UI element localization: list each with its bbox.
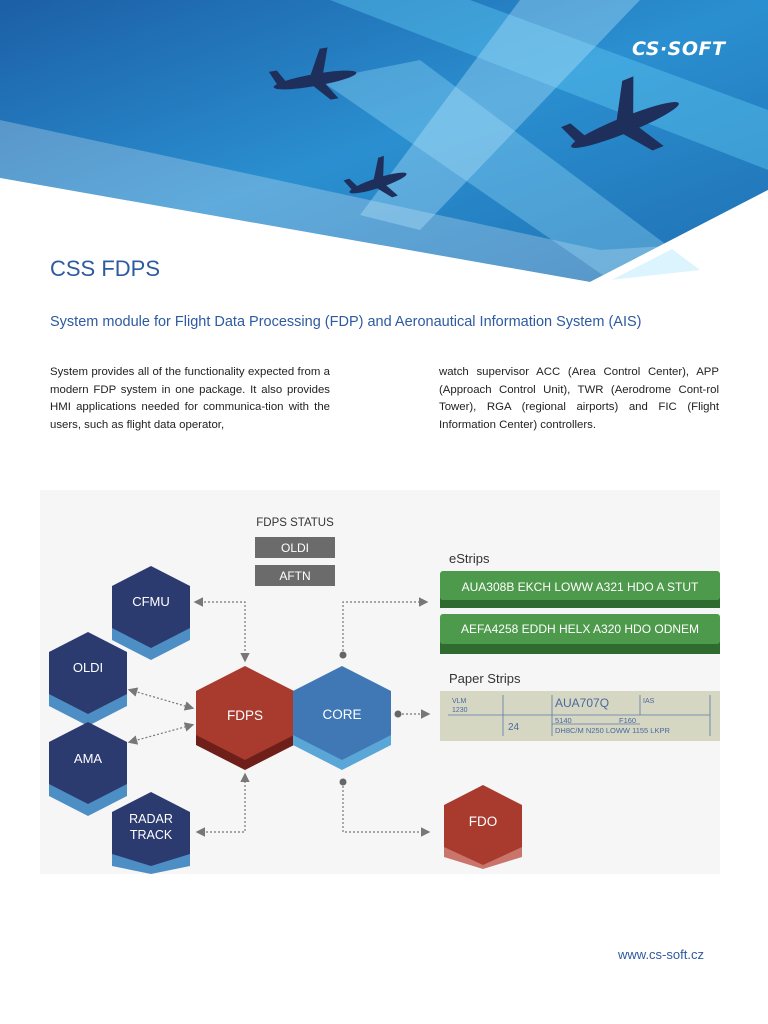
cfmu-node: CFMU <box>112 566 190 660</box>
cfmu-label: CFMU <box>132 594 170 609</box>
paper-strip-time: 1230 <box>452 707 468 714</box>
estrip-1-text: AUA308B EKCH LOWW A321 HDO A STUT <box>462 580 699 594</box>
paper-strip-code: 5140 <box>555 716 572 725</box>
paper-strip-number: 24 <box>508 722 520 733</box>
footer-url-link[interactable]: www.cs-soft.cz <box>618 947 704 962</box>
cs-soft-logo: CS·SOFT <box>632 38 726 60</box>
fdps-label: FDPS <box>227 708 263 723</box>
fdo-label: FDO <box>469 814 498 829</box>
ama-node: AMA <box>49 722 127 816</box>
paper-strip-level: F160 <box>619 716 636 725</box>
radar-track-node: RADAR TRACK <box>112 792 190 874</box>
paragraph-right: watch supervisor ACC (Area Control Cente… <box>439 366 719 431</box>
paper-strip-ias: IAS <box>643 698 655 705</box>
page-title: CSS FDPS <box>50 256 161 281</box>
core-label: CORE <box>322 707 361 722</box>
status-aftn-label: AFTN <box>279 569 310 583</box>
estrips-title: eStrips <box>449 551 490 566</box>
status-oldi-label: OLDI <box>281 541 309 555</box>
estrip-2: AEFA4258 EDDH HELX A320 HDO ODNEM <box>440 614 720 654</box>
fdps-status-title: FDPS STATUS <box>256 517 334 529</box>
oldi-label: OLDI <box>73 660 103 675</box>
estrip-2-text: AEFA4258 EDDH HELX A320 HDO ODNEM <box>461 622 699 636</box>
core-node: CORE <box>293 666 391 770</box>
fdo-node: FDO <box>444 785 522 869</box>
fdps-node: FDPS <box>196 666 294 770</box>
paper-strip-callsign: AUA707Q <box>555 696 609 710</box>
radar-label-line2: TRACK <box>130 828 173 842</box>
paper-strips-title: Paper Strips <box>449 671 521 686</box>
status-oldi-box <box>255 537 335 558</box>
paragraph-left: System provides all of the functionality… <box>50 366 330 431</box>
estrip-1: AUA308B EKCH LOWW A321 HDO A STUT <box>440 571 720 608</box>
oldi-node: OLDI <box>49 632 127 726</box>
airplane-icon <box>561 76 679 151</box>
radar-label-line1: RADAR <box>129 812 173 826</box>
connector-lines <box>127 597 431 837</box>
paper-strip-route: DH8C/M N250 LOWW 1155 LKPR <box>555 726 670 735</box>
airplane-icon <box>343 155 407 198</box>
airplane-icon <box>268 47 357 100</box>
ama-label: AMA <box>74 751 103 766</box>
paper-strip-vlm: VLM <box>452 698 467 705</box>
status-aftn-box <box>255 565 335 586</box>
page-subtitle: System module for Flight Data Processing… <box>50 314 642 330</box>
paper-strip: VLM 1230 24 AUA707Q IAS 5140 F160 DH8C/M… <box>440 691 720 741</box>
header-banner <box>0 0 768 290</box>
